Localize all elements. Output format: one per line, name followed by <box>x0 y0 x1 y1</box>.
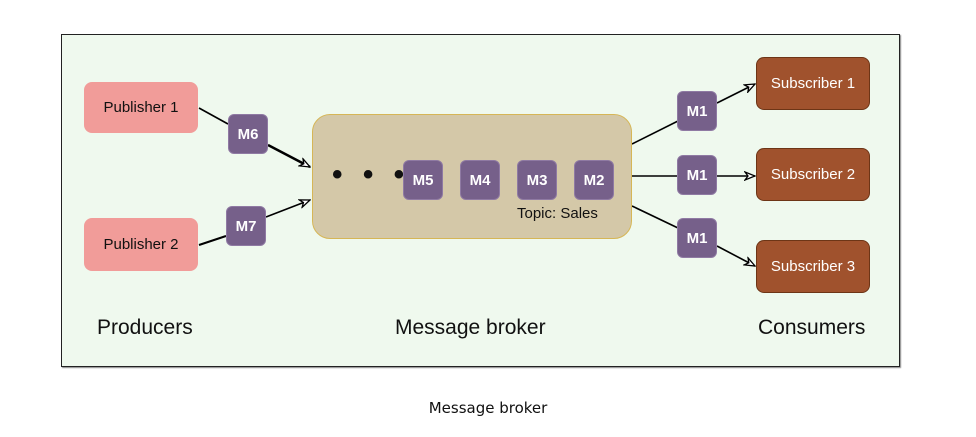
subscriber-3-label: Subscriber 3 <box>770 258 856 275</box>
message-m1-sub1: M1 <box>677 91 717 131</box>
subscriber-2: Subscriber 2 <box>756 148 870 201</box>
subscriber-1: Subscriber 1 <box>756 57 870 110</box>
link-broker-m1c <box>631 205 679 229</box>
link-m1c-sub3 <box>716 245 755 266</box>
publisher-2-label: Publisher 2 <box>103 236 179 253</box>
subscriber-3: Subscriber 3 <box>756 240 870 293</box>
message-m1-sub2: M1 <box>677 155 717 195</box>
publisher-2: Publisher 2 <box>84 218 198 271</box>
link-pub2-m7 <box>198 235 227 246</box>
publisher-1: Publisher 1 <box>84 82 198 133</box>
message-m6: M6 <box>228 114 268 154</box>
section-producers: Producers <box>97 316 193 339</box>
figure-caption: Message broker <box>428 399 548 417</box>
queue-message-m4: M4 <box>460 160 500 200</box>
queue-message-m2: M2 <box>574 160 614 200</box>
subscriber-1-label: Subscriber 1 <box>770 75 856 92</box>
queue-message-m5: M5 <box>403 160 443 200</box>
link-m1a-sub1 <box>716 84 755 104</box>
topic-label: Topic: Sales <box>517 205 598 222</box>
section-consumers: Consumers <box>758 316 866 339</box>
message-m7: M7 <box>226 206 266 246</box>
subscriber-2-label: Subscriber 2 <box>770 166 856 183</box>
message-m1-sub3: M1 <box>677 218 717 258</box>
ellipsis: • • • <box>332 158 411 191</box>
link-pub1-m6 <box>198 107 229 125</box>
queue-message-m3: M3 <box>517 160 557 200</box>
link-broker-m1a <box>631 120 679 145</box>
publisher-1-label: Publisher 1 <box>103 99 179 116</box>
link-m6-broker <box>267 143 310 169</box>
link-m7-broker <box>265 200 310 218</box>
section-broker: Message broker <box>395 316 546 339</box>
